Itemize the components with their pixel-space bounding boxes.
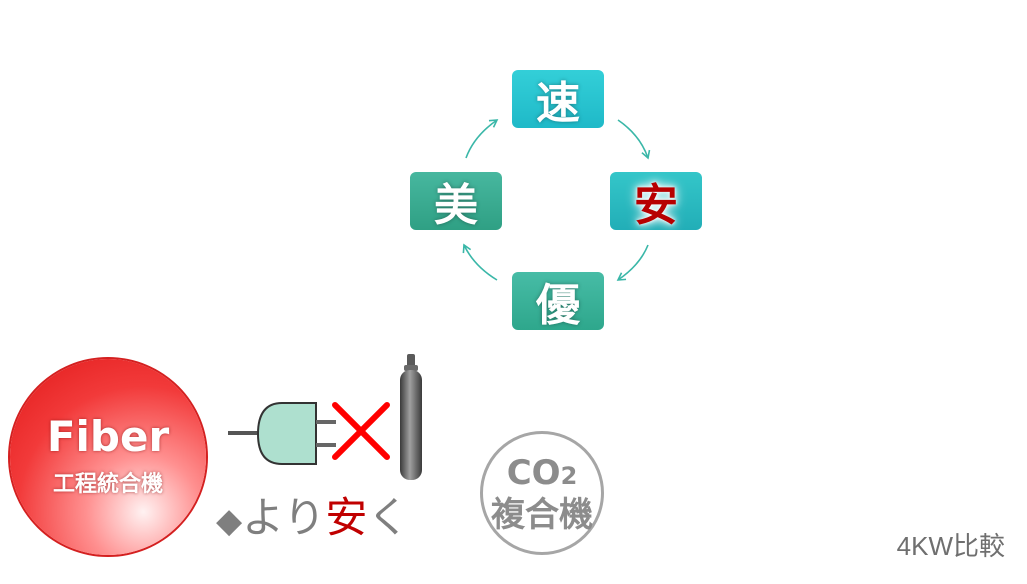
cross-icon: [332, 402, 390, 460]
fiber-title: Fiber: [46, 412, 170, 461]
cycle-arrow-icon: [617, 119, 651, 160]
cycle-superior-tile: 優: [512, 272, 604, 331]
cycle-arrow-icon: [616, 244, 649, 281]
tagline-bullet: ◆: [216, 501, 243, 541]
fiber-subtitle: 工程統合機: [52, 472, 163, 497]
cycle-arrow-icon: [462, 243, 498, 281]
comparison-label: 4KW比較: [896, 531, 1005, 561]
cycle-arrow-icon: [465, 119, 499, 159]
tagline: ◆より安く: [216, 484, 409, 545]
tagline-part2: く: [367, 493, 410, 542]
fiber-badge: Fiber 工程統合機: [10, 359, 206, 555]
cycle-speed-tile: 速: [512, 70, 604, 129]
co2-title: CO2: [507, 456, 578, 490]
co2-subtitle: 複合機: [491, 495, 593, 535]
tagline-highlight: 安: [325, 493, 368, 542]
cycle-safe-tile: 安: [610, 172, 702, 231]
gas-cylinder-icon: [400, 354, 422, 480]
co2-title-sub: 2: [560, 462, 578, 490]
cycle-beauty-tile: 美: [410, 172, 502, 231]
plug-icon: [228, 402, 336, 465]
tagline-part1: より: [242, 493, 326, 542]
co2-badge: CO2 複合機: [480, 431, 604, 555]
co2-title-main: CO: [506, 453, 561, 493]
